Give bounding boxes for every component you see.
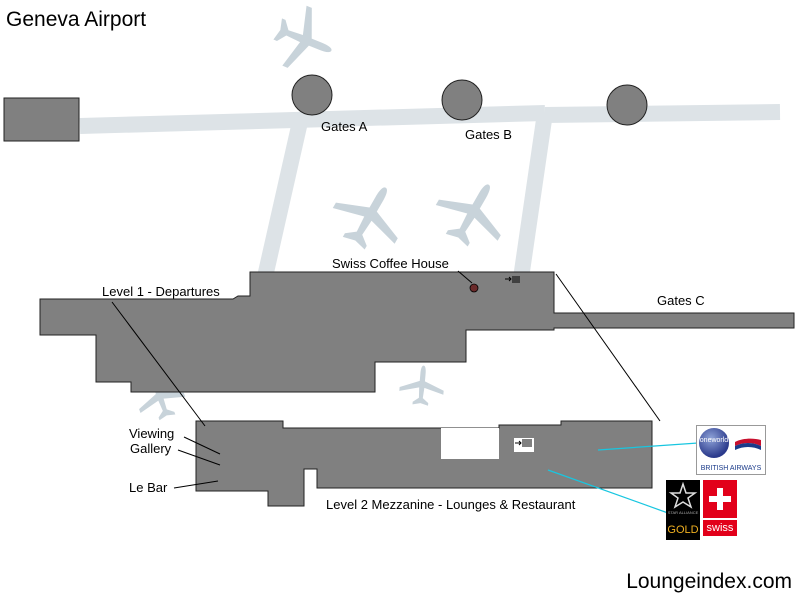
gates-b-satellite [441,79,483,121]
airplane-icon [265,0,344,81]
level2-mezzanine-building [195,420,653,507]
label-gates-c: Gates C [657,293,705,308]
airplane-icon [425,166,520,259]
label-gates-a: Gates A [321,119,368,134]
swiss-cross-icon [703,480,737,518]
oneworld-british-airways-logo: oneworld BRITISH AIRWAYS [696,425,766,475]
leader-lines [111,270,661,489]
level1-departures-building [39,271,795,393]
label-gates-b: Gates B [465,127,512,142]
label-viewing-gallery-line2: Gallery [130,441,172,456]
swiss-logo: swiss [703,480,737,536]
label-swiss-coffee-house: Swiss Coffee House [332,256,449,271]
label-viewing-gallery: Viewing Gallery [129,426,174,456]
british-airways-text: BRITISH AIRWAYS [700,465,762,472]
gate-building-west [3,97,80,142]
star-icon [668,482,698,509]
swiss-text: swiss [703,520,737,536]
oneworld-globe-icon: oneworld [699,428,729,458]
lounge-connectors [547,442,699,514]
label-level1-departures: Level 1 - Departures [102,284,220,299]
label-le-bar: Le Bar [129,480,168,495]
label-viewing-gallery-line1: Viewing [129,426,175,441]
british-airways-flag-icon [733,428,763,458]
location-pin-icon [469,283,479,293]
level2-void [441,428,499,459]
page-title: Geneva Airport [6,8,147,31]
airplane-icon [398,363,446,407]
stairs-icon [504,275,524,284]
gates-a-satellite [291,74,333,116]
label-level2-mezzanine: Level 2 Mezzanine - Lounges & Restaurant [326,497,576,512]
gold-text: GOLD [667,524,699,536]
star-alliance-gold-logo: STAR ALLIANCE GOLD [666,480,700,540]
stairs-icon [514,438,534,452]
gates-c-satellite [606,84,648,126]
star-alliance-text: STAR ALLIANCE [667,510,699,515]
airplane-icon [322,169,417,262]
oneworld-text: oneworld [699,437,729,444]
website-credit: Loungeindex.com [626,570,792,593]
